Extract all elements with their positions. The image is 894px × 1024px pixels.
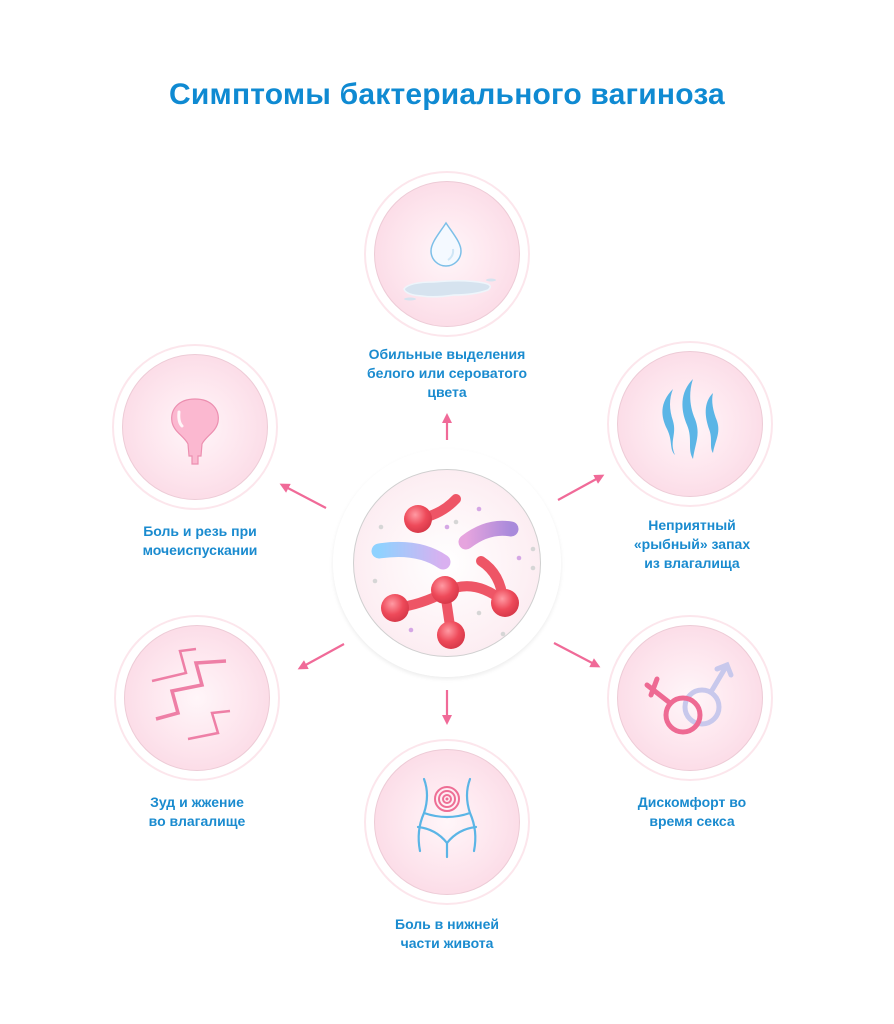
lightning-zigzag-icon [151, 647, 231, 741]
label-line: «рыбный» запах [633, 536, 751, 552]
label-line: Дискомфорт во [637, 794, 747, 810]
circle-disc [122, 354, 268, 500]
circle-disc [374, 749, 520, 895]
bladder-icon [171, 398, 219, 465]
label-line: Обильные выделения [368, 346, 526, 362]
arrow-up-left [279, 483, 327, 509]
symptom-circle-odor [607, 341, 773, 507]
symptom-circle-urination-pain [112, 344, 278, 510]
page-title: Симптомы бактериального вагиноза [169, 78, 725, 111]
arrow-up-right [557, 474, 605, 501]
label-line: цвета [427, 384, 467, 400]
label-line: мочеиспускании [142, 542, 258, 558]
symptom-circle-sex-discomfort [607, 615, 773, 781]
odor-waves-icon [662, 379, 719, 459]
gender-symbols-icon [644, 661, 734, 735]
label-line: белого или сероватого [366, 365, 528, 381]
symptom-circle-discharge [364, 171, 530, 337]
abdomen-pain-icon [416, 777, 478, 859]
symptom-label-sex-discomfort: Дискомфорт во время секса [582, 793, 802, 831]
label-line: во влагалище [148, 813, 246, 829]
label-line: Зуд и жжение [150, 794, 244, 810]
symptom-label-abdominal-pain: Боль в нижней части живота [337, 915, 557, 953]
label-line: Неприятный [648, 517, 736, 533]
circle-disc [124, 625, 270, 771]
symptom-label-urination-pain: Боль и резь при мочеиспускании [90, 522, 310, 560]
center-bacteria-circle [333, 449, 561, 677]
label-line: Боль и резь при [143, 523, 257, 539]
bacteria-icon [371, 494, 536, 649]
symptom-label-odor: Неприятный «рыбный» запах из влагалища [582, 516, 802, 573]
label-line: из влагалища [644, 555, 740, 571]
label-line: части живота [400, 935, 494, 951]
symptom-circle-itching [114, 615, 280, 781]
water-drop-puddle-icon [403, 221, 496, 301]
symptom-label-itching: Зуд и жжение во влагалище [87, 793, 307, 831]
label-line: Боль в нижней [395, 916, 499, 932]
symptom-label-discharge: Обильные выделения белого или сероватого… [337, 345, 557, 402]
label-line: время секса [649, 813, 735, 829]
symptom-circle-abdominal-pain [364, 739, 530, 905]
